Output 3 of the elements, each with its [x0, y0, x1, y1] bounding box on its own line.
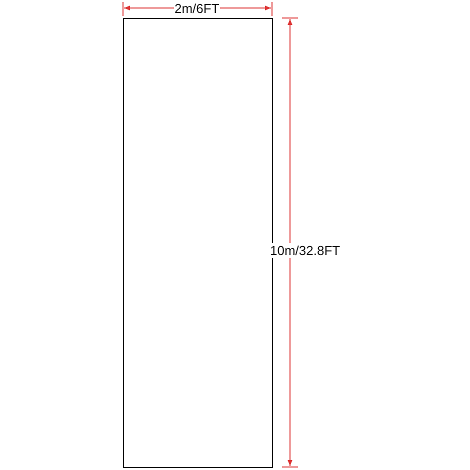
- rectangle-outline: [123, 18, 273, 468]
- dimension-label: 2m/6FT: [174, 0, 220, 16]
- dimension-label: 10m/32.8FT: [269, 242, 342, 258]
